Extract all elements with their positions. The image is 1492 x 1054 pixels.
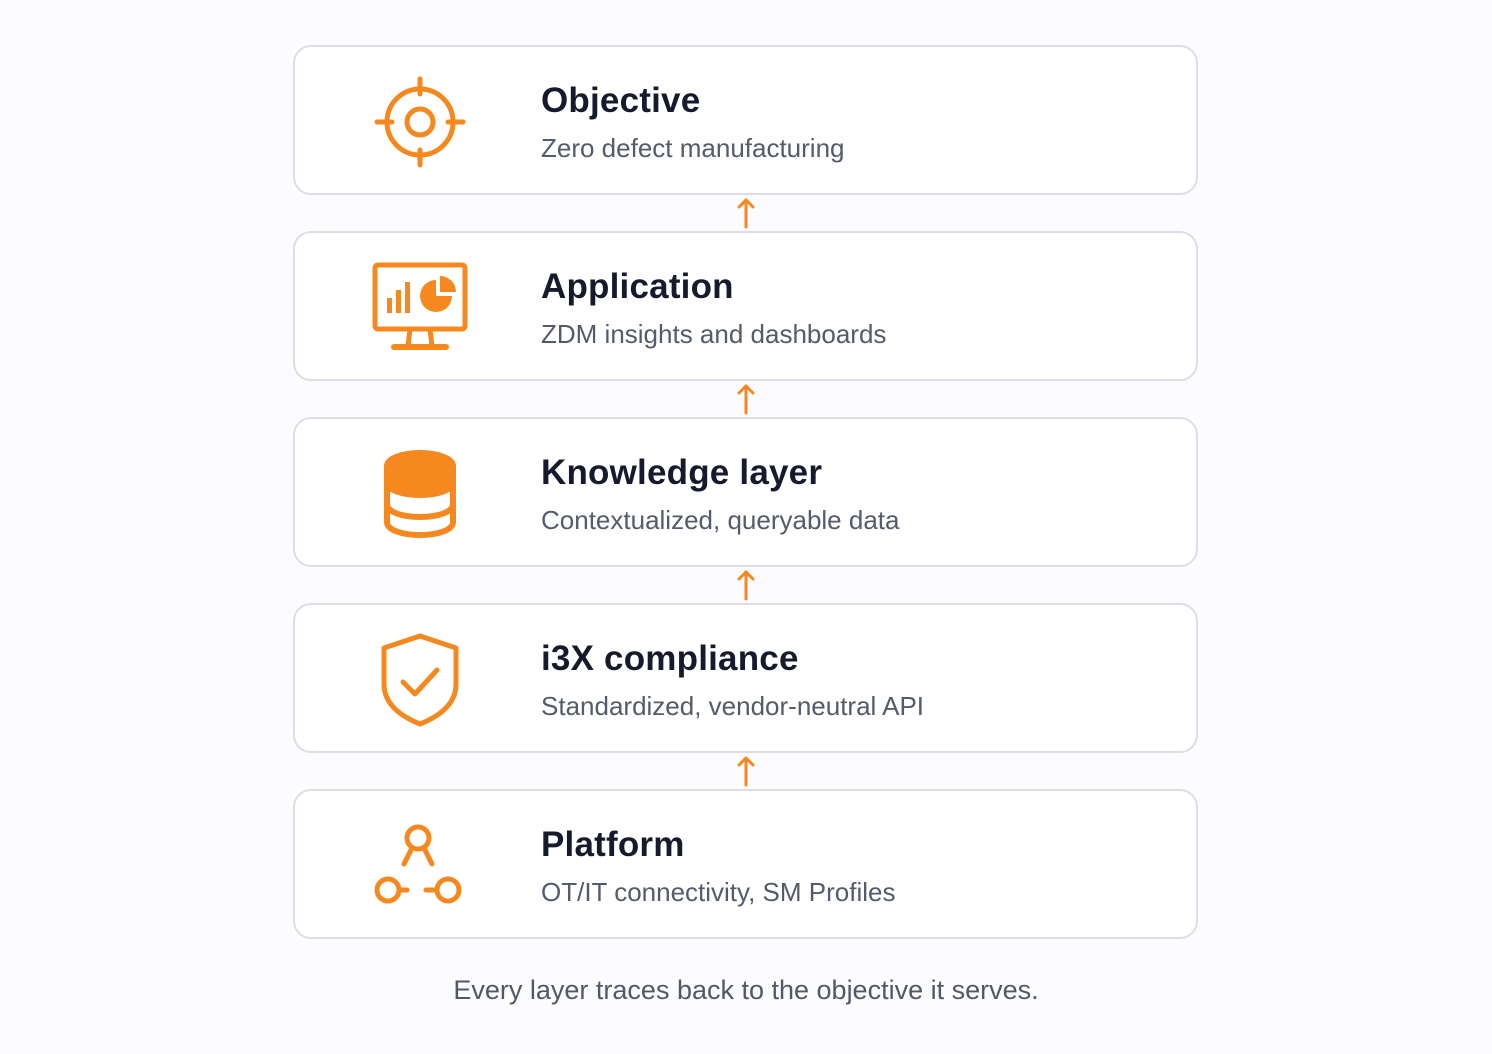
layer-title: Platform [541,825,685,864]
layer-title: Objective [541,81,701,120]
arrow-up-icon [737,570,755,601]
layer-card-application: Application ZDM insights and dashboards [293,231,1198,381]
layer-card-knowledge: Knowledge layer Contextualized, queryabl… [293,417,1198,567]
connector [293,567,1198,603]
layer-subtitle: ZDM insights and dashboards [541,319,887,349]
caption: Every layer traces back to the objective… [453,975,1039,1005]
layer-card-objective: Objective Zero defect manufacturing [293,45,1198,195]
shield-check-icon [370,633,470,727]
layer-title: Knowledge layer [541,453,823,492]
layer-subtitle: OT/IT connectivity, SM Profiles [541,877,896,907]
layer-subtitle: Standardized, vendor-neutral API [541,691,925,721]
layer-stack: Objective Zero defect manufacturing Appl… [293,45,1198,939]
connector [293,195,1198,231]
arrow-up-icon [737,756,755,787]
arrow-up-icon [737,198,755,229]
layer-subtitle: Zero defect manufacturing [541,133,845,163]
database-icon [370,449,470,539]
connector [293,381,1198,417]
target-icon [370,76,470,168]
layer-title: Application [541,267,734,306]
layer-subtitle: Contextualized, queryable data [541,505,900,535]
arrow-up-icon [737,384,755,415]
network-nodes-icon [370,821,470,911]
connector [293,753,1198,789]
dashboard-monitor-icon [370,262,470,353]
layer-card-i3x: i3X compliance Standardized, vendor-neut… [293,603,1198,753]
layer-card-platform: Platform OT/IT connectivity, SM Profiles [293,789,1198,939]
layer-title: i3X compliance [541,639,799,678]
